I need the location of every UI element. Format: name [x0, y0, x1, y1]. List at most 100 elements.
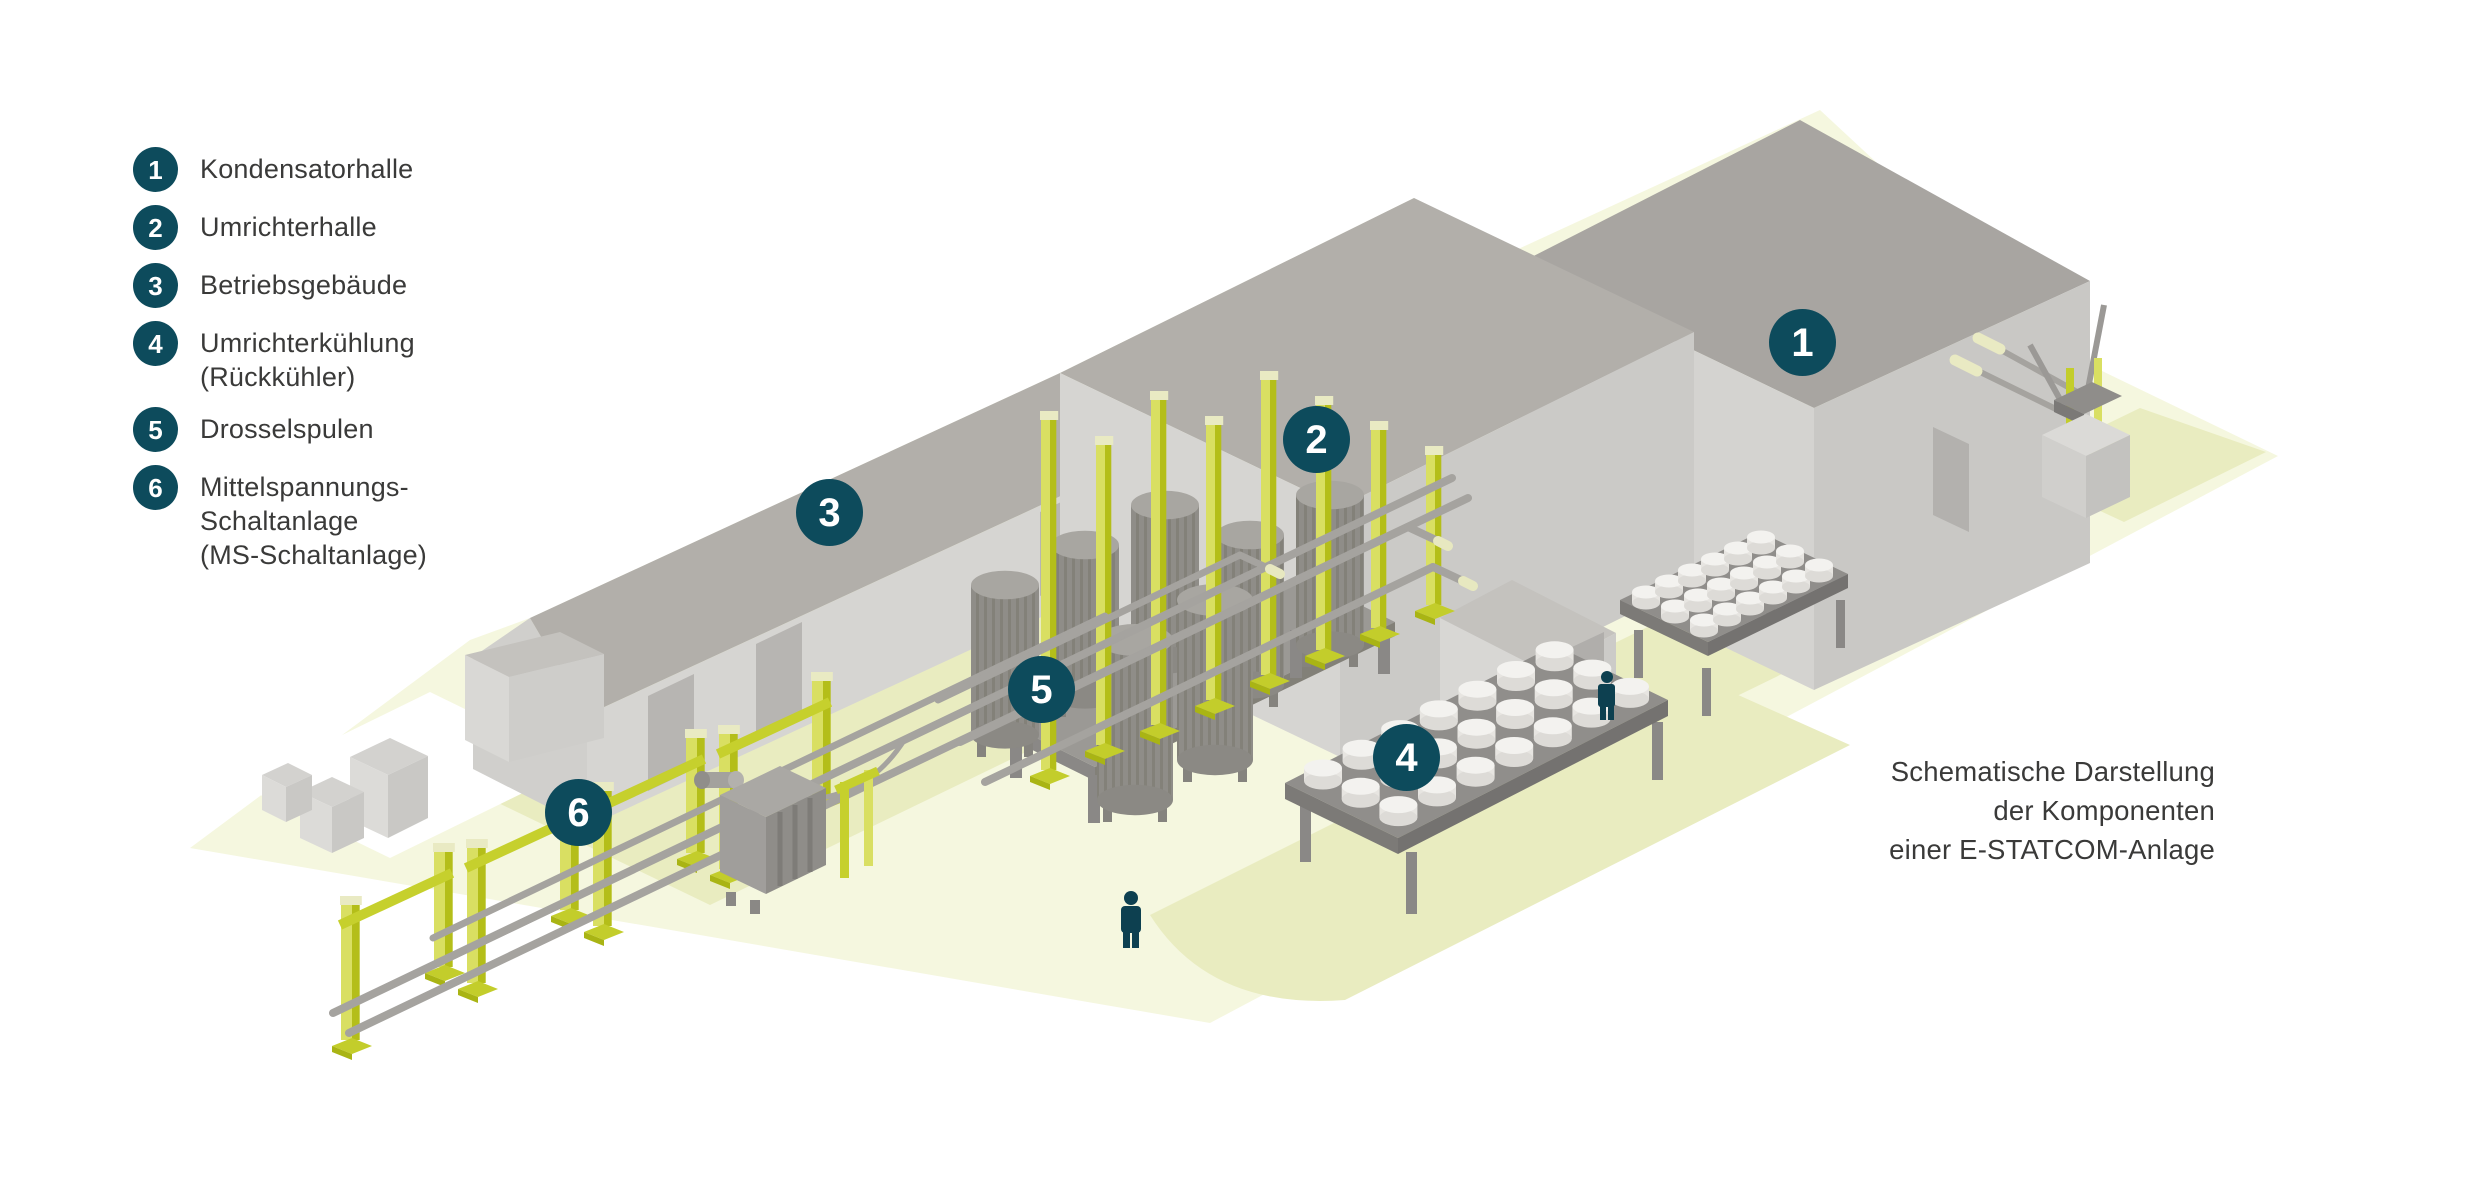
table-edge — [1620, 600, 1708, 656]
person-leg — [1600, 705, 1606, 720]
building-2-right-wall — [1340, 332, 1694, 757]
pole-cap — [1260, 371, 1279, 380]
legend-item-1: 1 Kondensatorhalle — [133, 147, 427, 192]
legend-label: Mittelspannungs- Schaltanlage (MS-Schalt… — [200, 472, 427, 570]
gantry-crossbeam — [337, 868, 455, 930]
fan-base — [1759, 591, 1787, 605]
scene-badge-5: 5 — [1008, 656, 1075, 723]
pole-dark-face — [1435, 455, 1442, 605]
fan-top — [1496, 699, 1535, 716]
legend-item-6: 6 Mittelspannungs- Schaltanlage (MS-Scha… — [133, 465, 427, 572]
person-leg — [1132, 931, 1139, 948]
fan-top — [1533, 717, 1572, 735]
fan-top — [1632, 585, 1660, 599]
fan-top — [1304, 759, 1342, 777]
cooler-fans — [1632, 530, 1833, 638]
wall-bushing-insulator — [1949, 354, 1983, 377]
pole-light-face — [1096, 445, 1105, 745]
pole-base-edge — [1195, 706, 1215, 720]
tank-leg — [977, 735, 986, 757]
table-edge — [1398, 700, 1668, 854]
fan-top — [1573, 659, 1612, 677]
tank-leg — [1183, 760, 1192, 782]
pole-dark-face — [1160, 400, 1167, 725]
pole-base-edge — [425, 973, 445, 987]
pole-cap — [1370, 421, 1389, 430]
fan-base — [1782, 580, 1810, 594]
fan-base — [1611, 690, 1649, 708]
pole-cap — [685, 729, 707, 738]
pole-dark-face — [352, 905, 360, 1040]
pole-cap — [592, 782, 614, 791]
fan-base — [1724, 552, 1752, 566]
fan-top — [1456, 756, 1495, 774]
pole-cap — [1205, 416, 1224, 425]
fan-top — [1713, 602, 1741, 616]
fan-base — [1342, 752, 1381, 770]
fan-base — [1684, 599, 1712, 613]
pole-light-face — [1316, 405, 1325, 650]
fan-base — [1632, 596, 1660, 610]
fan-top — [1341, 777, 1380, 795]
busbar-hook — [1429, 563, 1467, 585]
pole-light-face — [560, 795, 571, 910]
shed-roof — [465, 632, 604, 677]
legend-number-badge: 2 — [133, 205, 178, 250]
transformer-foot — [726, 892, 736, 906]
pole-dark-face — [1325, 405, 1332, 650]
pole-dark-face — [1105, 445, 1112, 745]
fan-top — [1661, 599, 1689, 613]
scene-badge-2: 2 — [1283, 406, 1350, 473]
legend-label: Betriebsgebäude — [200, 270, 408, 300]
pole-dark-face — [1270, 380, 1277, 675]
pole-light-face — [686, 738, 697, 853]
pole-light-face — [434, 852, 445, 967]
fan-base — [1495, 750, 1534, 767]
table-edge — [1285, 783, 1398, 854]
fan-top — [1736, 591, 1764, 605]
fan-top — [1730, 566, 1758, 580]
tank-leg — [1103, 800, 1112, 822]
fan-top — [1753, 555, 1781, 569]
fan-base — [1736, 602, 1764, 616]
busbar-end-insulator — [1433, 536, 1453, 551]
table-leg — [1406, 852, 1417, 914]
legend-number-badge: 1 — [133, 147, 178, 192]
fan-base — [1701, 563, 1729, 577]
pole-dark-face — [823, 681, 831, 796]
fan-top — [1782, 569, 1810, 583]
transformer — [694, 766, 880, 914]
tank-bottom — [1177, 744, 1253, 776]
legend-label: Umrichterkühlung (Rückkühler) — [200, 328, 415, 392]
pole-base-edge — [1250, 681, 1270, 695]
busbar-end-insulator — [1265, 564, 1285, 579]
person-figure — [1598, 671, 1615, 720]
person-leg — [1123, 931, 1130, 948]
walkway-front — [1150, 660, 1850, 1001]
legend-item-3: 3 Betriebsgebäude — [133, 263, 427, 308]
container-side — [286, 775, 312, 822]
grid-cube-side — [2086, 435, 2130, 518]
fan-base — [1535, 654, 1574, 672]
building-3-door — [756, 622, 802, 739]
reactor-busbar — [934, 551, 1244, 704]
gantry-crossbeam — [715, 697, 833, 759]
pole-base-edge — [332, 1046, 352, 1060]
fan-top — [1342, 739, 1381, 757]
fan-base — [1655, 585, 1683, 599]
scene-badge-1: 1 — [1769, 309, 1836, 376]
legend-number-badge: 6 — [133, 465, 178, 510]
reactor-area — [971, 371, 1455, 823]
pole-light-face — [1426, 455, 1435, 605]
tank-leg — [1349, 645, 1358, 667]
fan-base — [1661, 610, 1689, 624]
legend: 1 Kondensatorhalle 2 Umrichterhalle 3 Be… — [133, 147, 427, 585]
tank-top — [971, 570, 1039, 600]
container-side — [332, 792, 364, 853]
container-side — [388, 756, 428, 838]
table-leg — [1652, 722, 1663, 780]
legend-label: Umrichterhalle — [200, 212, 377, 242]
fan-top — [1707, 577, 1735, 591]
person-body — [1121, 906, 1141, 933]
container-front — [262, 775, 286, 822]
